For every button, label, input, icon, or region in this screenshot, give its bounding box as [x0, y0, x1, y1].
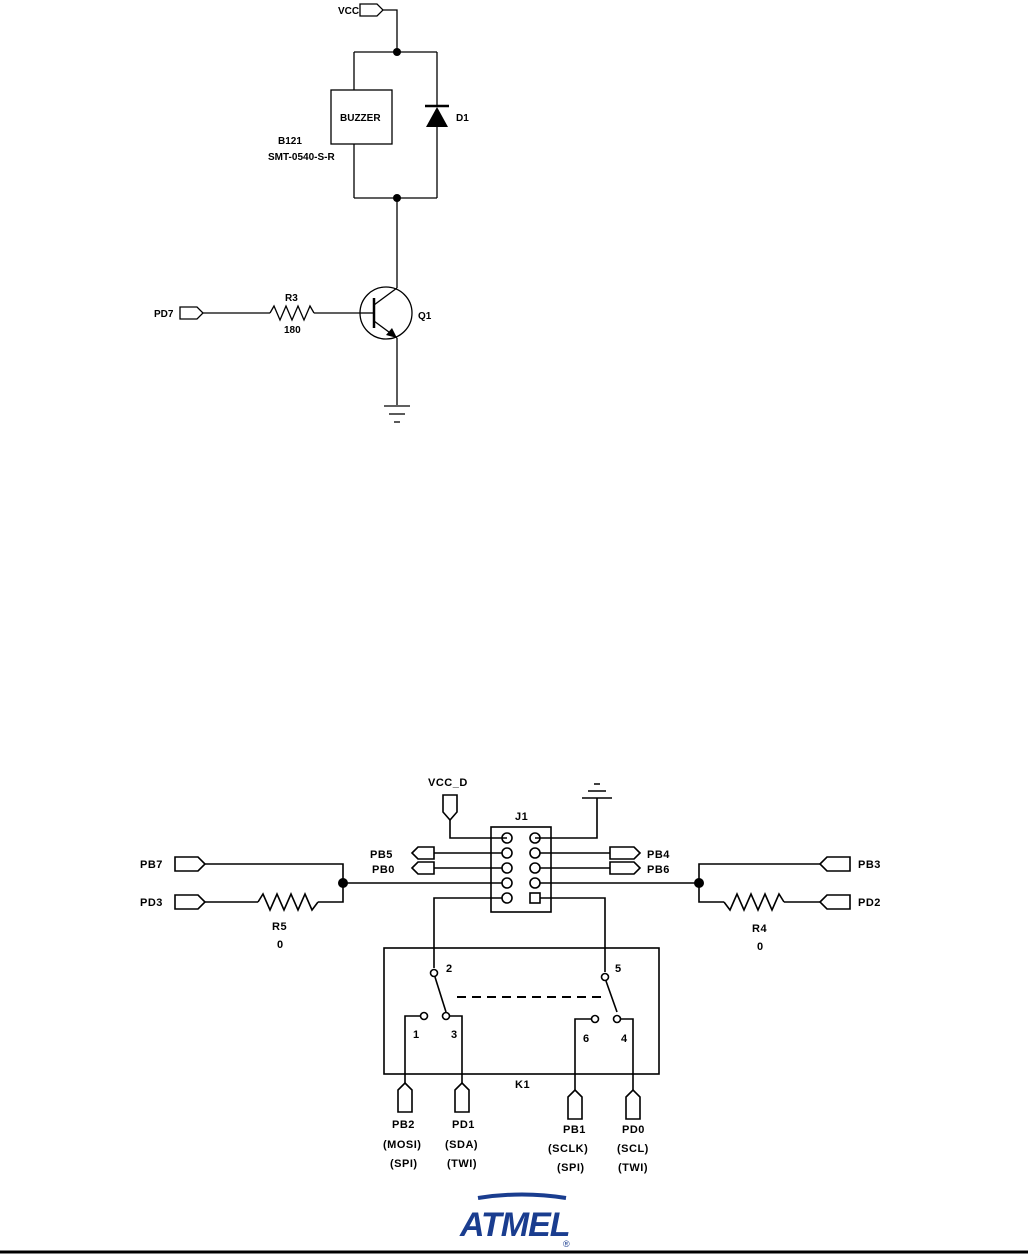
switch-contact-6: [592, 1016, 599, 1023]
pd2-label: PD2: [858, 897, 881, 909]
pb6-label: PB6: [647, 864, 670, 876]
pb3-port: PB3: [820, 857, 881, 871]
interface-circuit: VCC_D J1 PB5: [140, 777, 881, 1174]
pd1-role1: (SDA): [445, 1139, 478, 1151]
resistor-r3: [270, 306, 314, 320]
pb7-wire: [205, 864, 343, 883]
pb1-role1: (SCLK): [548, 1143, 588, 1155]
pd7-port: PD7: [154, 307, 203, 320]
pb1-label: PB1: [563, 1124, 586, 1136]
switch-contact-5: [602, 974, 609, 981]
pin-5-label: 5: [615, 963, 622, 975]
transistor-q1: Q1: [360, 287, 432, 339]
r3-label: R3: [285, 293, 298, 304]
pb2-role1: (MOSI): [383, 1139, 421, 1151]
switch-contact-3: [443, 1013, 450, 1020]
pb6-port: PB6: [540, 862, 670, 876]
pin-6-wire: [575, 1019, 591, 1090]
vcc-d-port: [443, 795, 457, 820]
switch-contact-2: [431, 970, 438, 977]
pd0-label: PD0: [622, 1124, 645, 1136]
r5-label: R5: [272, 921, 287, 933]
pd1-role2: (TWI): [447, 1158, 477, 1170]
pd0-role2: (TWI): [618, 1162, 648, 1174]
pb1-role2: (SPI): [557, 1162, 585, 1174]
r4-label: R4: [752, 923, 767, 935]
pd1-label: PD1: [452, 1119, 475, 1131]
pin-1-label: 1: [413, 1029, 420, 1041]
buzzer-ref: B121: [278, 136, 302, 147]
pb7-label: PB7: [140, 859, 163, 871]
pd7-label: PD7: [154, 309, 174, 320]
vcc-d-label: VCC_D: [428, 777, 468, 789]
parallel-top-wire: [354, 52, 437, 106]
pb3-wire: [699, 864, 820, 883]
pb5-label: PB5: [370, 849, 393, 861]
j1-label: J1: [515, 811, 528, 823]
diode-d1: D1: [425, 106, 469, 198]
vcc-wire: [383, 10, 397, 52]
r5-value: 0: [277, 939, 284, 951]
pb7-port: PB7: [140, 857, 205, 871]
buzzer-circuit: VCC BUZZER B121 SMT-0540-S-R D1 Q1: [154, 4, 469, 422]
switch-left-arm: [435, 977, 446, 1012]
pd2-port: PD2: [820, 895, 881, 909]
logo-text: ATMEL: [459, 1206, 570, 1244]
pb0-port: PB0: [372, 862, 502, 876]
pin-1-wire: [405, 1016, 420, 1083]
vcc-d-wire: [450, 820, 507, 838]
pd3-port: PD3: [140, 895, 205, 909]
diode-label: D1: [456, 113, 469, 124]
r3-value: 180: [284, 325, 301, 336]
pb4-port: PB4: [540, 847, 670, 861]
pin-3-wire: [450, 1016, 462, 1083]
vcc-label: VCC: [338, 6, 359, 17]
pb2-label: PB2: [392, 1119, 415, 1131]
resistor-r5: [258, 894, 318, 910]
pb1-port: PB1 (SCLK) (SPI): [548, 1090, 588, 1174]
pin-6-label: 6: [583, 1033, 590, 1045]
pd0-role1: (SCL): [617, 1143, 649, 1155]
pb2-role2: (SPI): [390, 1158, 418, 1170]
pb5-port: PB5: [370, 847, 502, 861]
vcc-port: VCC: [338, 4, 383, 17]
pb0-label: PB0: [372, 864, 395, 876]
buzzer-part: SMT-0540-S-R: [268, 152, 335, 163]
buzzer-label: BUZZER: [340, 113, 381, 124]
top-ground-symbol: [535, 784, 612, 838]
transistor-label: Q1: [418, 311, 432, 322]
pb4-label: PB4: [647, 849, 670, 861]
switch-contact-1: [421, 1013, 428, 1020]
resistor-r4: [724, 894, 784, 910]
ground-symbol: [384, 406, 410, 422]
pb2-port: PB2 (MOSI) (SPI): [383, 1083, 421, 1170]
switch-contact-4: [614, 1016, 621, 1023]
pin-4-label: 4: [621, 1033, 628, 1045]
j1-pins: [502, 833, 540, 903]
registered-mark: ®: [563, 1239, 570, 1249]
j1-body: [491, 827, 551, 912]
pin-3-label: 3: [451, 1029, 458, 1041]
k1-label: K1: [515, 1079, 530, 1091]
switch-right-common-wire: [540, 898, 605, 972]
pd0-port: PD0 (SCL) (TWI): [617, 1090, 649, 1174]
pd1-port: PD1 (SDA) (TWI): [445, 1083, 478, 1170]
r4-value: 0: [757, 941, 764, 953]
pin-4-wire: [621, 1019, 633, 1090]
switch-right-arm: [606, 981, 617, 1012]
atmel-logo: ATMEL ®: [459, 1195, 570, 1250]
pin-2-label: 2: [446, 963, 453, 975]
pb3-label: PB3: [858, 859, 881, 871]
pd3-label: PD3: [140, 897, 163, 909]
